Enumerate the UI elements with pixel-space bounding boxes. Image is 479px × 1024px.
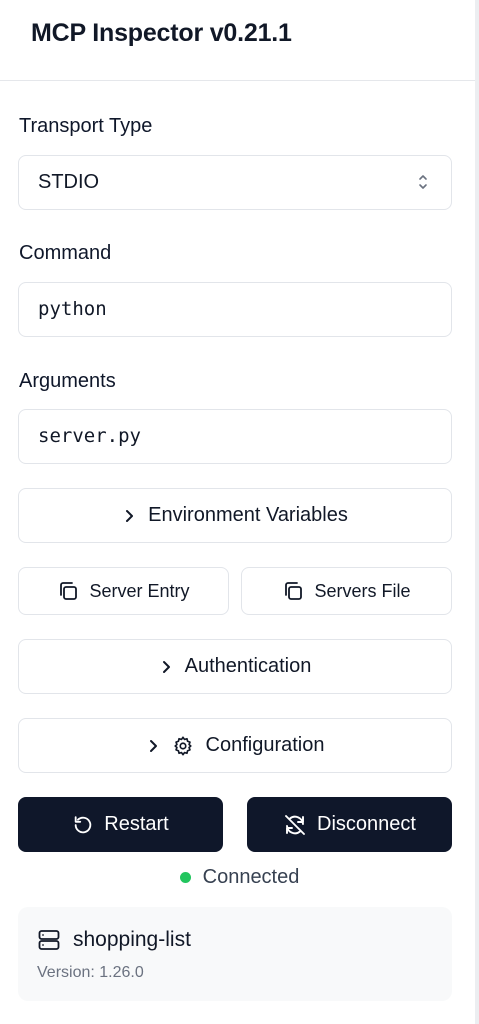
copy-servers-file-button[interactable]: Servers File	[241, 567, 452, 615]
copy-server-entry-button[interactable]: Server Entry	[18, 567, 229, 615]
environment-variables-toggle[interactable]: Environment Variables	[18, 488, 452, 543]
arguments-input[interactable]: server.py	[18, 409, 452, 464]
command-value: python	[38, 298, 107, 320]
sidebar-border	[475, 0, 479, 1024]
connection-status: Connected	[0, 866, 479, 889]
copy-icon	[282, 580, 304, 602]
transport-type-value: STDIO	[38, 171, 100, 193]
server-version: Version: 1.26.0	[37, 964, 144, 981]
server-name: shopping-list	[73, 928, 191, 951]
arguments-value: server.py	[38, 425, 141, 447]
command-input[interactable]: python	[18, 282, 452, 337]
transport-type-select[interactable]: STDIO	[18, 155, 452, 210]
servers-file-label: Servers File	[314, 580, 411, 601]
authentication-label: Authentication	[184, 655, 312, 677]
connection-status-text: Connected	[202, 866, 300, 888]
refresh-off-icon	[283, 813, 307, 837]
environment-variables-label: Environment Variables	[148, 504, 348, 526]
chevron-right-icon	[159, 660, 173, 674]
configuration-toggle[interactable]: Configuration	[18, 718, 452, 773]
chevron-up-down-icon	[417, 172, 429, 192]
server-info-card: shopping-list Version: 1.26.0	[18, 907, 452, 1001]
authentication-toggle[interactable]: Authentication	[18, 639, 452, 694]
configuration-label: Configuration	[205, 734, 325, 756]
app-title: MCP Inspector v0.21.1	[31, 19, 292, 47]
copy-icon	[57, 580, 79, 602]
command-label: Command	[19, 242, 112, 264]
chevron-right-icon	[122, 509, 136, 523]
server-icon	[37, 928, 61, 952]
status-dot-icon	[179, 872, 191, 883]
chevron-right-icon	[146, 739, 160, 753]
sidebar-header: MCP Inspector v0.21.1	[0, 0, 475, 81]
server-entry-label: Server Entry	[89, 580, 190, 601]
restart-button[interactable]: Restart	[18, 797, 223, 852]
restart-label: Restart	[104, 813, 169, 835]
disconnect-label: Disconnect	[317, 813, 416, 835]
transport-type-label: Transport Type	[19, 115, 153, 137]
rotate-ccw-icon	[72, 814, 94, 836]
gear-icon	[172, 735, 194, 757]
arguments-label: Arguments	[19, 370, 116, 392]
disconnect-button[interactable]: Disconnect	[247, 797, 452, 852]
